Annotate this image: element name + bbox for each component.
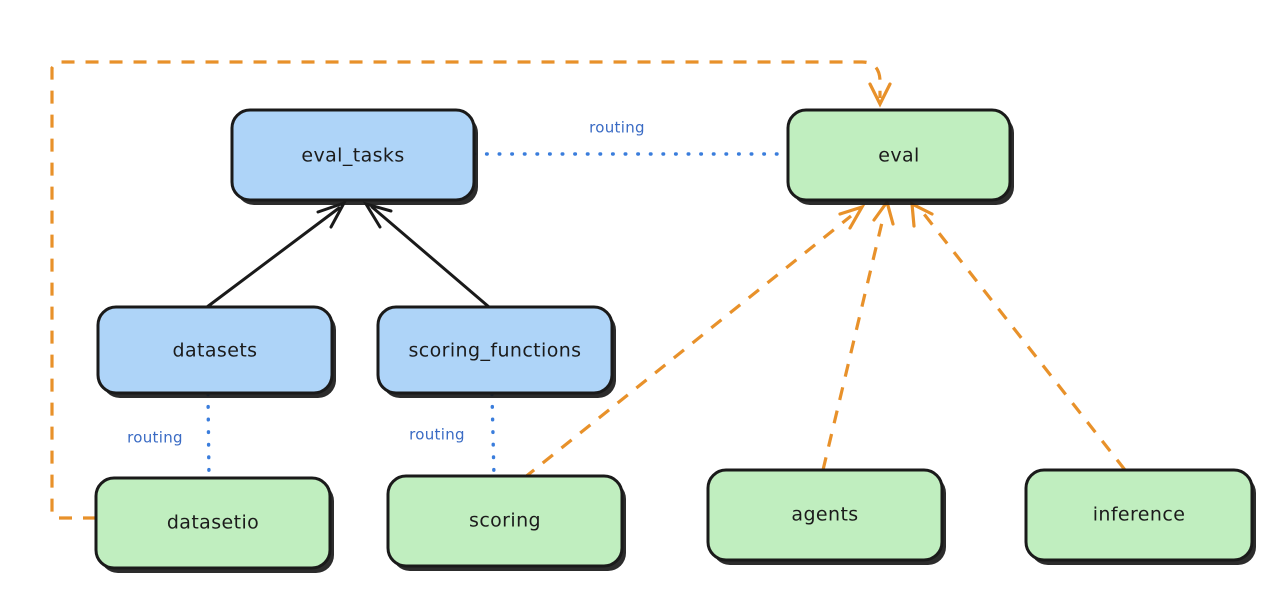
- edge-scoring-functions-scoring-line: [490, 392, 496, 479]
- edge-label-routing-eval-tasks-eval: routing: [589, 119, 645, 137]
- node-eval-label: eval: [878, 145, 919, 167]
- node-datasetio[interactable]: datasetio: [94, 476, 334, 573]
- node-agents-label: agents: [791, 504, 858, 526]
- node-datasets-label: datasets: [173, 340, 258, 362]
- node-datasetio-label: datasetio: [167, 512, 259, 534]
- node-scoring[interactable]: scoring: [386, 474, 626, 571]
- edge-scoring-functions-eval-tasks-line: [370, 205, 491, 309]
- node-inference-body: [1024, 468, 1254, 562]
- node-eval[interactable]: eval: [786, 108, 1014, 205]
- edge-label-routing-scoring-functions-scoring: routing: [409, 426, 465, 444]
- node-scoring-label: scoring: [469, 510, 541, 532]
- edge-datasetio-eval: [50, 60, 892, 520]
- edge-inference-eval: [910, 201, 1127, 471]
- edge-agents-eval-arrowhead: [872, 198, 895, 226]
- node-eval-tasks[interactable]: eval_tasks: [230, 108, 478, 205]
- edge-scoring-functions-scoring: [490, 392, 496, 479]
- edge-datasets-datasetio-line: [206, 392, 211, 480]
- edge-agents-eval-line: [821, 213, 886, 471]
- node-eval-body: [786, 108, 1012, 202]
- node-eval-tasks-label: eval_tasks: [301, 145, 404, 167]
- node-scoring-functions-label: scoring_functions: [409, 340, 582, 362]
- node-eval-tasks-body: [230, 108, 476, 202]
- edge-inference-eval-line: [922, 213, 1127, 471]
- node-scoring-functions[interactable]: scoring_functions: [376, 305, 616, 398]
- edge-datasetio-eval-line: [50, 60, 882, 520]
- edge-datasets-eval-tasks: [205, 200, 348, 309]
- node-datasets-body: [96, 305, 334, 395]
- node-datasets[interactable]: datasets: [96, 305, 336, 398]
- node-inference-label: inference: [1093, 504, 1186, 526]
- edge-scoring-functions-eval-tasks: [362, 201, 491, 309]
- edge-agents-eval: [821, 198, 895, 471]
- node-scoring-body: [386, 474, 624, 568]
- edge-datasets-datasetio: [206, 392, 211, 480]
- edge-scoring-functions-eval-tasks-arrowhead: [362, 201, 393, 229]
- edge-datasetio-eval-arrowhead: [868, 82, 892, 108]
- node-agents[interactable]: agents: [706, 468, 946, 565]
- edge-datasets-eval-tasks-line: [205, 206, 341, 309]
- node-agents-body: [706, 468, 944, 562]
- edge-label-routing-datasets-datasetio: routing: [127, 429, 183, 447]
- node-datasetio-body: [94, 476, 332, 570]
- node-scoring-functions-body: [376, 305, 614, 395]
- edge-scoring-eval-arrowhead: [838, 204, 866, 230]
- node-inference[interactable]: inference: [1024, 468, 1256, 565]
- edge-scoring-eval: [522, 204, 866, 480]
